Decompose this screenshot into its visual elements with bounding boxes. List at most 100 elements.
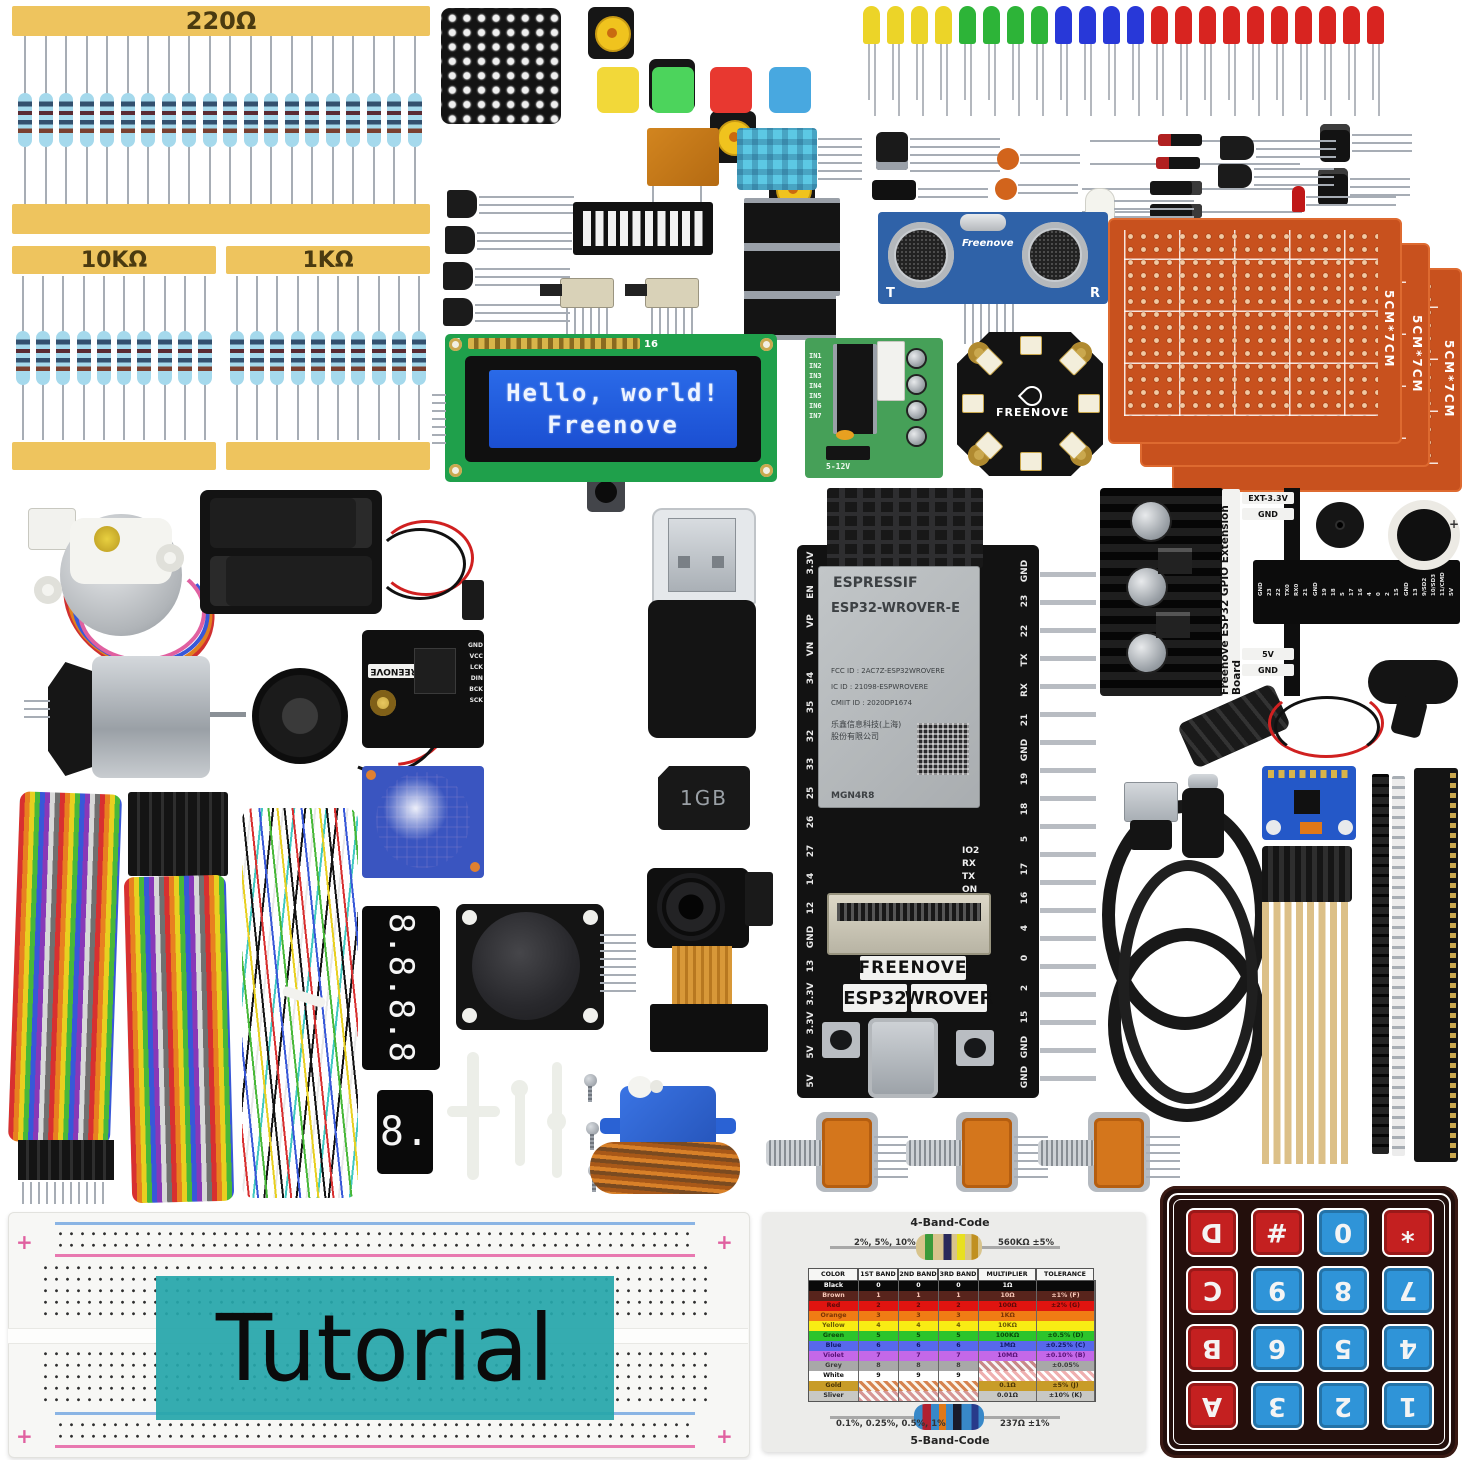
tolerance-note: 2%, 5%, 10% bbox=[854, 1238, 916, 1248]
keypad-key: C bbox=[1186, 1265, 1239, 1315]
status-led-label: ON bbox=[962, 885, 978, 895]
keypad-key: * bbox=[1381, 1208, 1434, 1257]
ws2812-led bbox=[1020, 452, 1042, 471]
usb-c-overmold bbox=[1182, 788, 1224, 858]
plus-mark: + bbox=[716, 1424, 733, 1448]
led bbox=[1268, 6, 1292, 118]
multiplier-cell: 1KΩ bbox=[979, 1311, 1037, 1321]
transistor-legs bbox=[479, 196, 574, 214]
band3-cell: 8 bbox=[939, 1361, 979, 1371]
camera-side-tab bbox=[745, 872, 773, 926]
motor-shaft bbox=[210, 712, 246, 717]
pin-label: 25 bbox=[806, 786, 816, 800]
led bbox=[1172, 6, 1196, 118]
capacitor-legs bbox=[1018, 182, 1078, 194]
led-head bbox=[1103, 6, 1120, 44]
ribbon-connector-tips bbox=[18, 1140, 114, 1180]
band1-cell bbox=[859, 1381, 899, 1391]
slide-switch-lever bbox=[625, 284, 647, 296]
seg4-digits: 8.8.8.8 bbox=[381, 912, 422, 1064]
color-name-cell: White bbox=[809, 1371, 859, 1381]
pot-body bbox=[1094, 1118, 1144, 1188]
transistor bbox=[443, 298, 473, 326]
band2-cell: 7 bbox=[899, 1351, 939, 1361]
pin-label: 33 bbox=[806, 758, 816, 771]
tape-band bbox=[12, 204, 430, 234]
board-hole bbox=[583, 1008, 598, 1023]
band1-cell: 7 bbox=[859, 1351, 899, 1361]
rainbow-ribbon-male bbox=[7, 791, 123, 1145]
board-led bbox=[908, 402, 925, 419]
camera-flex-stiffener bbox=[650, 1004, 768, 1052]
brand-tag: FREENOVE bbox=[859, 956, 966, 980]
pin-label: 32 bbox=[806, 729, 816, 742]
model-text-a: ESP32 bbox=[843, 987, 907, 1009]
band2-cell: 1 bbox=[899, 1291, 939, 1301]
plus-mark: + bbox=[16, 1424, 33, 1448]
usb-a-overmold bbox=[1130, 820, 1172, 850]
led bbox=[1052, 6, 1076, 118]
band3-cell: 2 bbox=[939, 1301, 979, 1311]
capacitor-silver bbox=[1128, 634, 1166, 672]
led bbox=[1340, 6, 1364, 118]
band1-cell bbox=[859, 1391, 899, 1401]
transistor-legs bbox=[475, 268, 570, 286]
band2-cell: 6 bbox=[899, 1341, 939, 1351]
servo-horn-cross-h bbox=[447, 1106, 500, 1117]
led bbox=[1292, 6, 1316, 118]
gpio-tag: GND bbox=[1242, 508, 1294, 520]
table-row: White 9 9 9 bbox=[809, 1371, 1095, 1381]
key-label: 9 bbox=[1268, 1275, 1287, 1306]
model-text-b: WROVER bbox=[904, 987, 994, 1009]
input-label: IN6 bbox=[809, 402, 822, 410]
header-cell: COLOR bbox=[808, 1268, 858, 1281]
mpu-hole bbox=[1266, 820, 1281, 835]
mounting-hole bbox=[760, 338, 773, 351]
perfboard: 5CM*7CM bbox=[1108, 218, 1402, 444]
gpio-tag: 5V bbox=[1242, 648, 1294, 660]
color-name-cell: Green bbox=[809, 1331, 859, 1341]
pin-label: RX bbox=[1020, 683, 1030, 697]
rail-line-blue bbox=[55, 1222, 695, 1225]
multiplier-cell: 0.01Ω bbox=[979, 1391, 1037, 1401]
band3-cell: 9 bbox=[939, 1371, 979, 1381]
pot-shaft bbox=[1038, 1140, 1096, 1166]
seg-display-1digit: 8. bbox=[377, 1090, 433, 1174]
keypad-key: 4 bbox=[1381, 1323, 1434, 1373]
pin-label: 34 bbox=[806, 671, 816, 685]
pot-body bbox=[962, 1118, 1012, 1188]
led-head bbox=[1199, 6, 1216, 44]
led-head bbox=[863, 6, 880, 44]
pot-pins bbox=[1146, 1130, 1180, 1178]
keypad-key: # bbox=[1251, 1208, 1304, 1257]
pin-label: 19 bbox=[1321, 588, 1328, 596]
pin-label: 5V bbox=[1448, 587, 1455, 596]
tolerance-cell: ±2% (G) bbox=[1037, 1301, 1095, 1311]
cn-line2: 股份有限公司 bbox=[831, 732, 879, 741]
perfboard-size-label: 5CM*7CM bbox=[1442, 340, 1456, 419]
led-head bbox=[887, 6, 904, 44]
status-led-label: TX bbox=[962, 872, 976, 882]
capacitor-silver bbox=[1128, 568, 1166, 606]
servo-wires bbox=[590, 1142, 740, 1194]
mpu-hole bbox=[1338, 820, 1353, 835]
led bbox=[884, 6, 908, 118]
transistor-legs bbox=[1256, 140, 1336, 158]
voltage-label: 5-12V bbox=[826, 462, 851, 471]
multiplier-cell: 10Ω bbox=[979, 1291, 1037, 1301]
pin-label: 35 bbox=[806, 700, 816, 714]
pin-header-white bbox=[1392, 776, 1405, 1156]
multiplier-cell: 100KΩ bbox=[979, 1331, 1037, 1341]
dip-ic-chip bbox=[744, 198, 840, 248]
tolerance-cell: ±0.25% (C) bbox=[1037, 1341, 1095, 1351]
audio-ic bbox=[414, 648, 456, 694]
slide-switch-lever bbox=[540, 284, 562, 296]
band3-cell: 0 bbox=[939, 1281, 979, 1291]
pir-screw bbox=[470, 862, 480, 872]
model-tag-a: ESP32 bbox=[843, 984, 907, 1012]
pin-label: 4 bbox=[1020, 924, 1030, 932]
ir-receiver-legs bbox=[910, 138, 1000, 172]
stepper-cap bbox=[70, 518, 172, 584]
pin-label: 14 bbox=[806, 873, 816, 886]
